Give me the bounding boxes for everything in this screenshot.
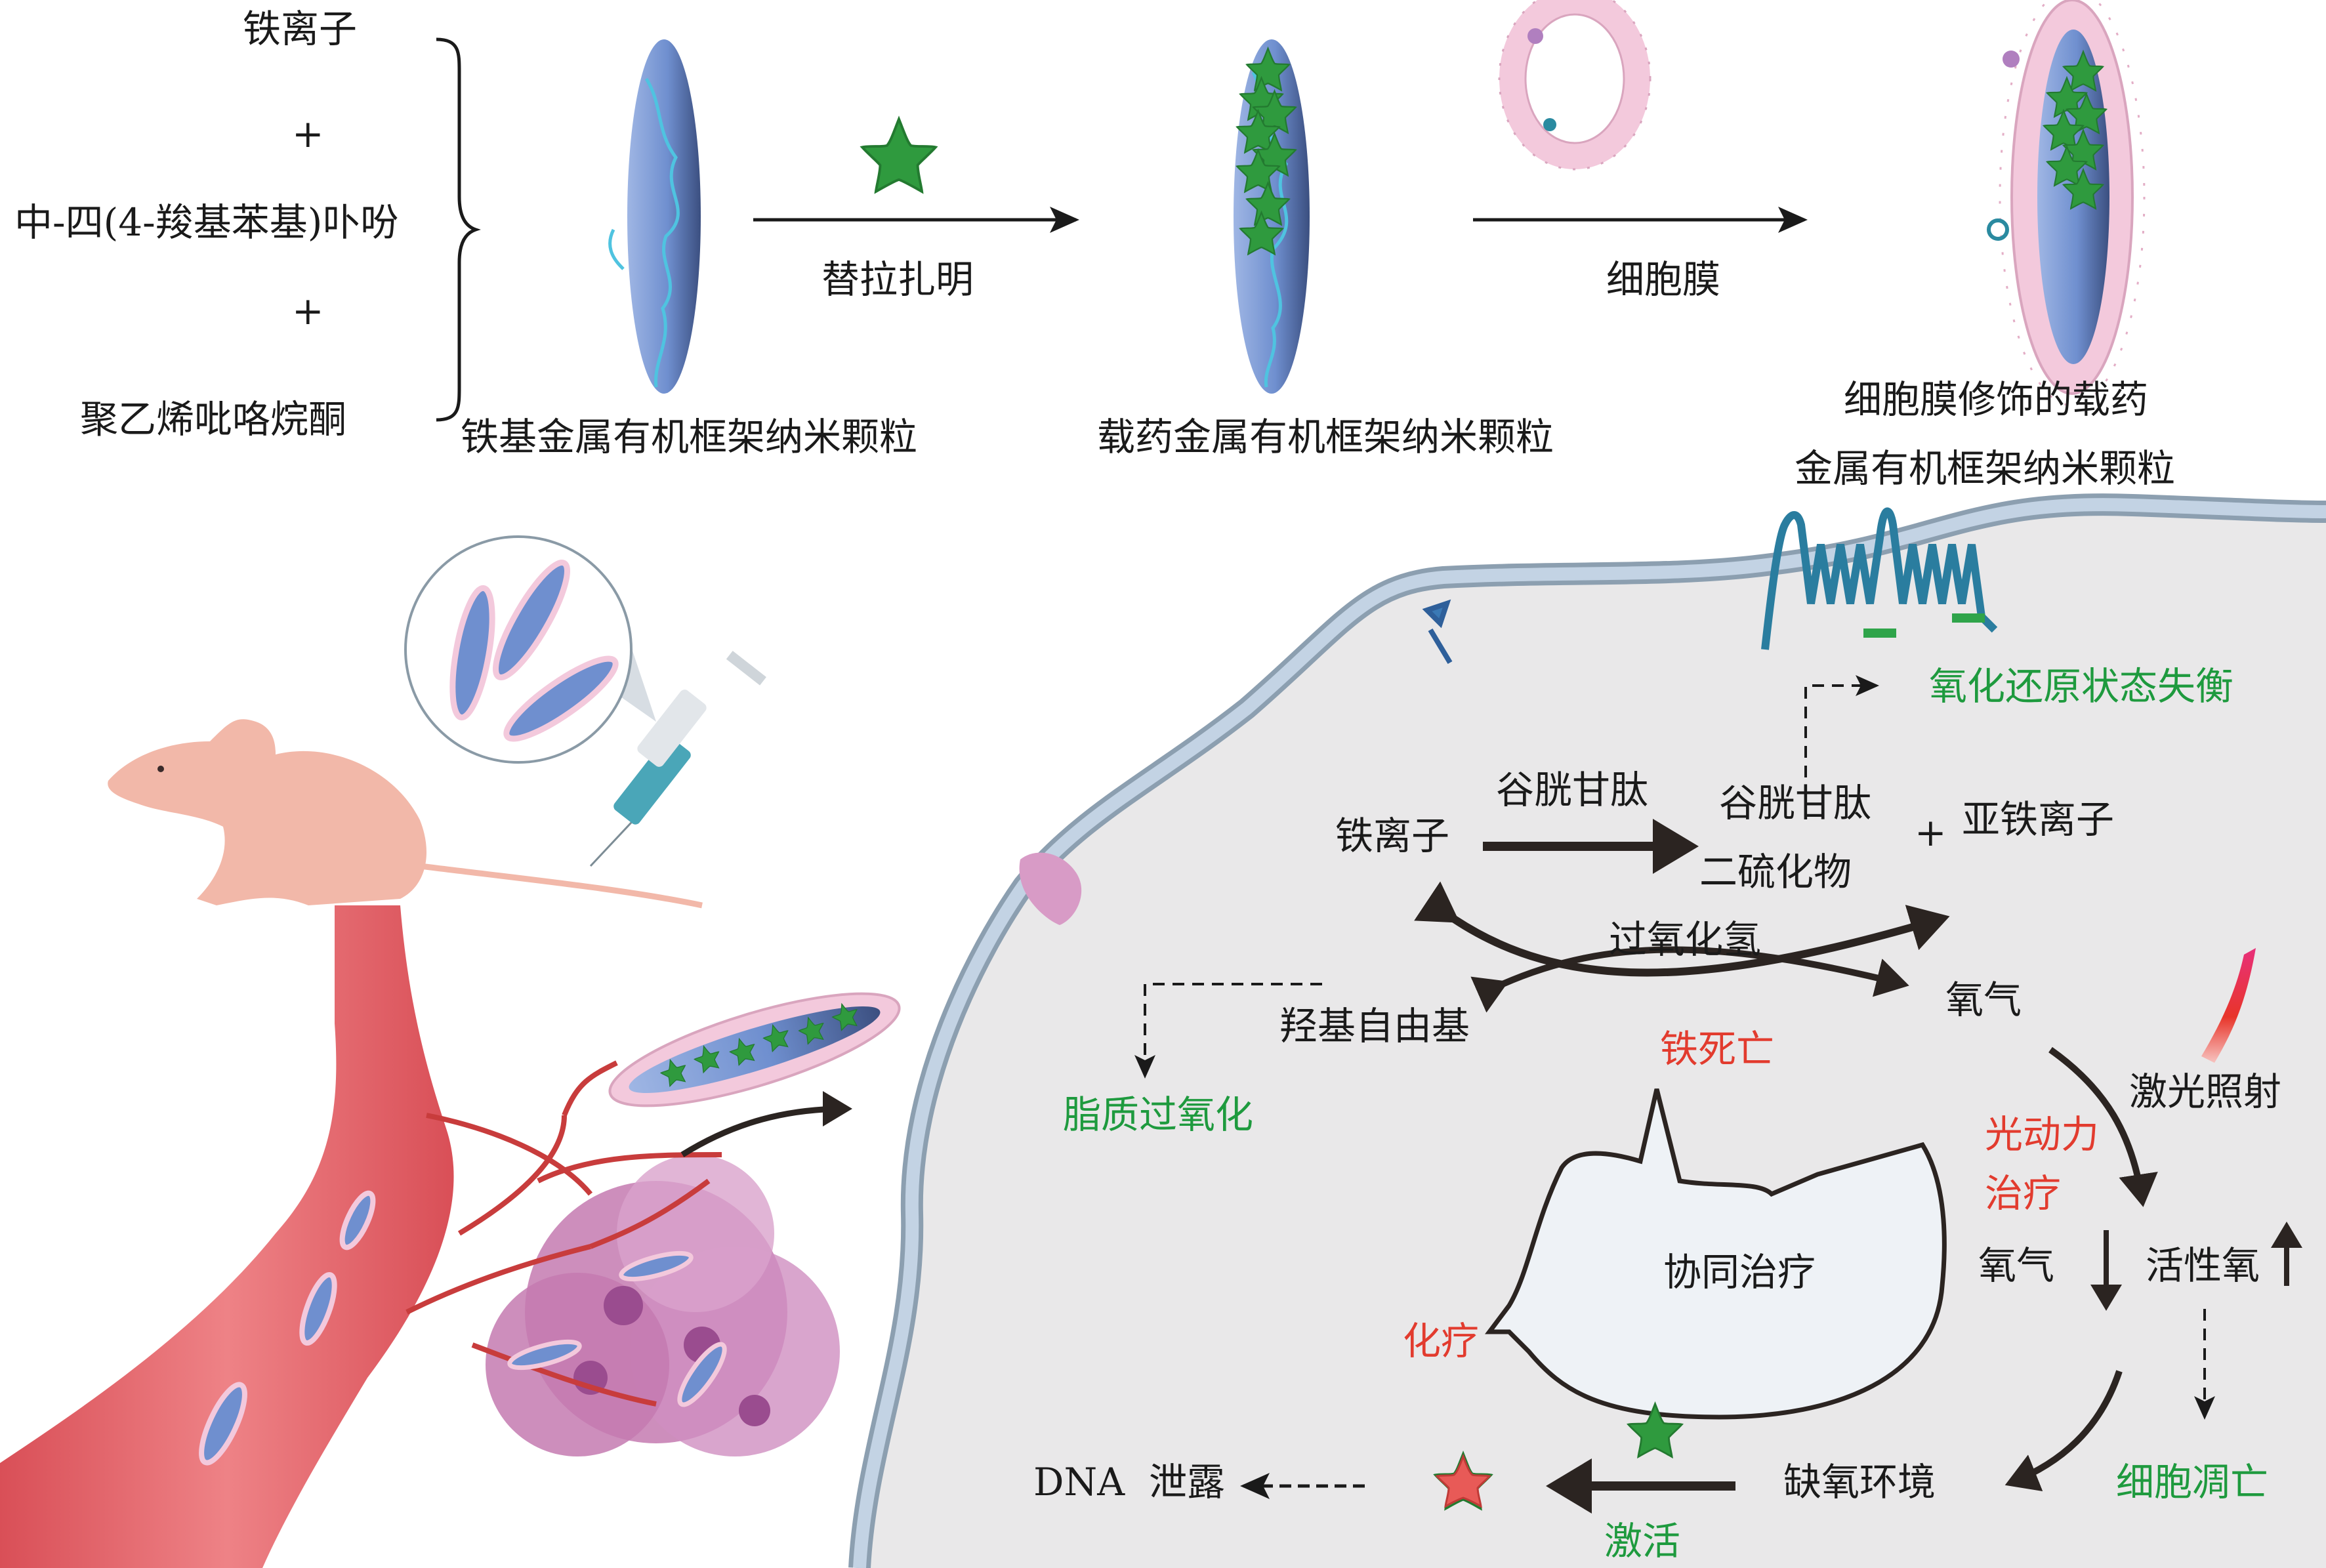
loaded-mof-nanoparticle [1234, 39, 1310, 394]
h2o2-label: 过氧化氢 [1609, 917, 1762, 962]
reagent-pvp: 聚乙烯吡咯烷酮 [80, 397, 347, 442]
membrane-channel [1019, 852, 1082, 925]
ros-label: 活性氧 [2146, 1243, 2260, 1288]
hypoxia-label: 缺氧环境 [1783, 1460, 1936, 1504]
plus-sign: + [292, 112, 324, 156]
drug-star-icon [861, 117, 937, 193]
syringe-icon [589, 650, 766, 867]
oxygen-label-bottom: 氧气 [1978, 1243, 2055, 1288]
coated-loaded-mof-nanoparticle [1987, 0, 2146, 407]
chemotherapy-label: 化疗 [1403, 1319, 1480, 1363]
laser-beam-icon [2201, 948, 2256, 1063]
mof-nanoparticle [608, 39, 701, 394]
membrane-vesicle [1498, 0, 1651, 171]
cell-body [860, 505, 2326, 1568]
cell-entry-arrow [680, 1091, 852, 1157]
tumor [486, 1155, 840, 1456]
hypoxia-arrow [2004, 1370, 2123, 1491]
lipid-dashed-arrow [1134, 983, 1322, 1079]
ferrous-ion-label: 亚铁离子 [1962, 797, 2115, 842]
laser-arrow [2048, 1046, 2158, 1207]
product-coated-label-line1: 细胞膜修饰的载药 [1844, 377, 2149, 422]
redox-dashed-arrow [1804, 675, 1879, 777]
blood-vessel [0, 905, 454, 1568]
gsh-arrow-label: 谷胱甘肽 [1496, 768, 1649, 812]
plus-sign: + [292, 289, 324, 333]
product-loaded-label: 载药金属有机框架纳米颗粒 [1097, 415, 1554, 459]
capillaries [405, 1060, 722, 1407]
synergy-therapy-label: 协同治疗 [1663, 1250, 1816, 1294]
magnified-view [404, 535, 656, 764]
synergy-bubble [1485, 1088, 1947, 1420]
vessel-nanoparticles [199, 1190, 727, 1466]
transmembrane-protein [1761, 507, 1998, 650]
lipid-peroxidation-label: 脂质过氧化 [1063, 1092, 1254, 1137]
hydroxyl-radical-label: 羟基自由基 [1279, 1004, 1470, 1048]
reagent-bracket [436, 37, 481, 422]
apoptosis-label: 细胞凋亡 [2116, 1460, 2269, 1504]
ferroptosis-label: 铁死亡 [1660, 1027, 1775, 1071]
membrane-receptor [1422, 599, 1453, 665]
reagent-tcpp: 中-四(4-羧基苯基)卟吩 [14, 200, 399, 245]
activate-label: 激活 [1604, 1519, 1681, 1563]
pdt-label-line1: 光动力 [1985, 1112, 2100, 1157]
drug-label-tpz: 替拉扎明 [821, 257, 974, 302]
laser-irradiation-label: 激光照射 [2129, 1069, 2282, 1114]
reagent-iron-ion: 铁离子 [243, 7, 358, 51]
gssg-label-line1: 谷胱甘肽 [1719, 781, 1872, 825]
floating-coated-nanoparticle [608, 992, 901, 1107]
oxygen-label-top: 氧气 [1945, 978, 2022, 1022]
iron-ion-label: 铁离子 [1335, 814, 1450, 858]
pdt-label-line2: 治疗 [1985, 1171, 2062, 1216]
gssg-label-line2: 二硫化物 [1699, 850, 1852, 894]
product-mof-label: 铁基金属有机框架纳米颗粒 [461, 415, 918, 459]
mouse-illustration [108, 719, 703, 909]
plus-sign: + [1915, 810, 1947, 855]
h2o2-arrow-inner [1470, 946, 1909, 1013]
dna-leak-label: DNA 泄露 [1033, 1460, 1226, 1504]
product-coated-label-line2: 金属有机框架纳米颗粒 [1795, 446, 2176, 491]
redox-imbalance-label: 氧化还原状态失衡 [1929, 664, 2234, 709]
membrane-label: 细胞膜 [1606, 257, 1721, 302]
